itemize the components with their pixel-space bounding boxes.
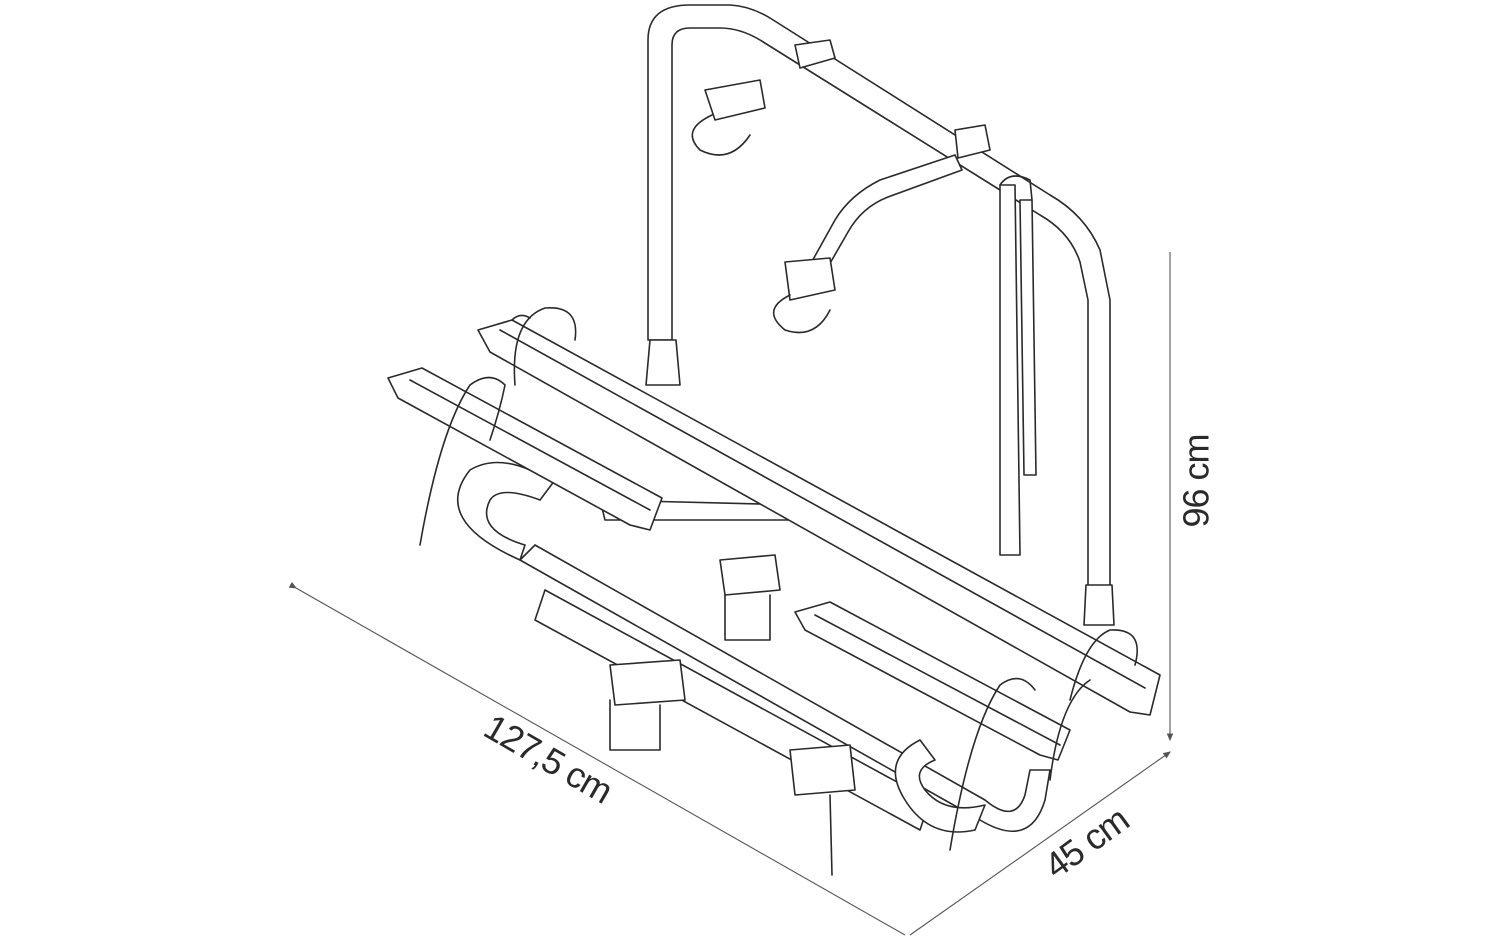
height-label: 96 cm — [1175, 434, 1217, 528]
base-frame — [456, 461, 1051, 876]
upright-frame — [645, 4, 1115, 626]
wheel-rails — [387, 307, 1161, 851]
length-dimension-line — [288, 581, 906, 936]
depth-dimension-line — [909, 751, 1171, 936]
